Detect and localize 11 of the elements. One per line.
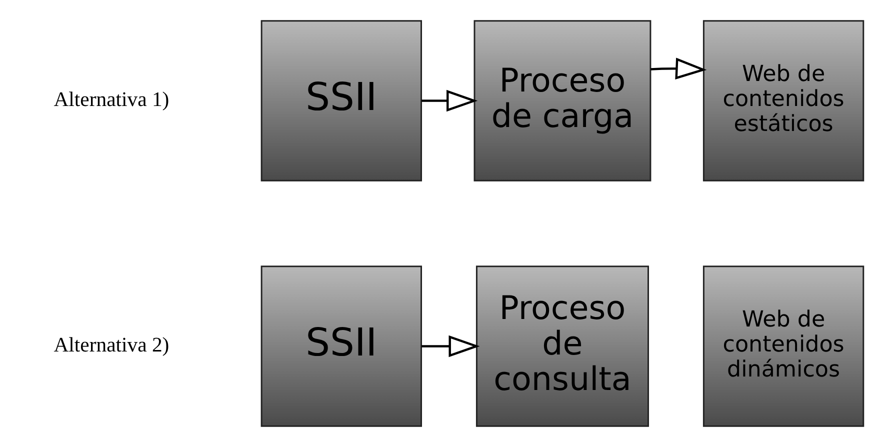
node-box: Web de contenidos dinámicos [702, 265, 864, 426]
node-box: SSII [260, 265, 422, 426]
label: Alternativa 2) [54, 334, 170, 356]
node-box: SSII [260, 20, 422, 181]
arrow [422, 334, 480, 357]
arrow [422, 89, 478, 112]
node-box: Proceso de carga [474, 20, 652, 181]
node-box: Web de contenidos estáticos [702, 20, 864, 181]
arrow [650, 57, 707, 79]
node-box: Proceso de consulta [476, 265, 649, 426]
label: Alternativa 1) [54, 88, 170, 111]
